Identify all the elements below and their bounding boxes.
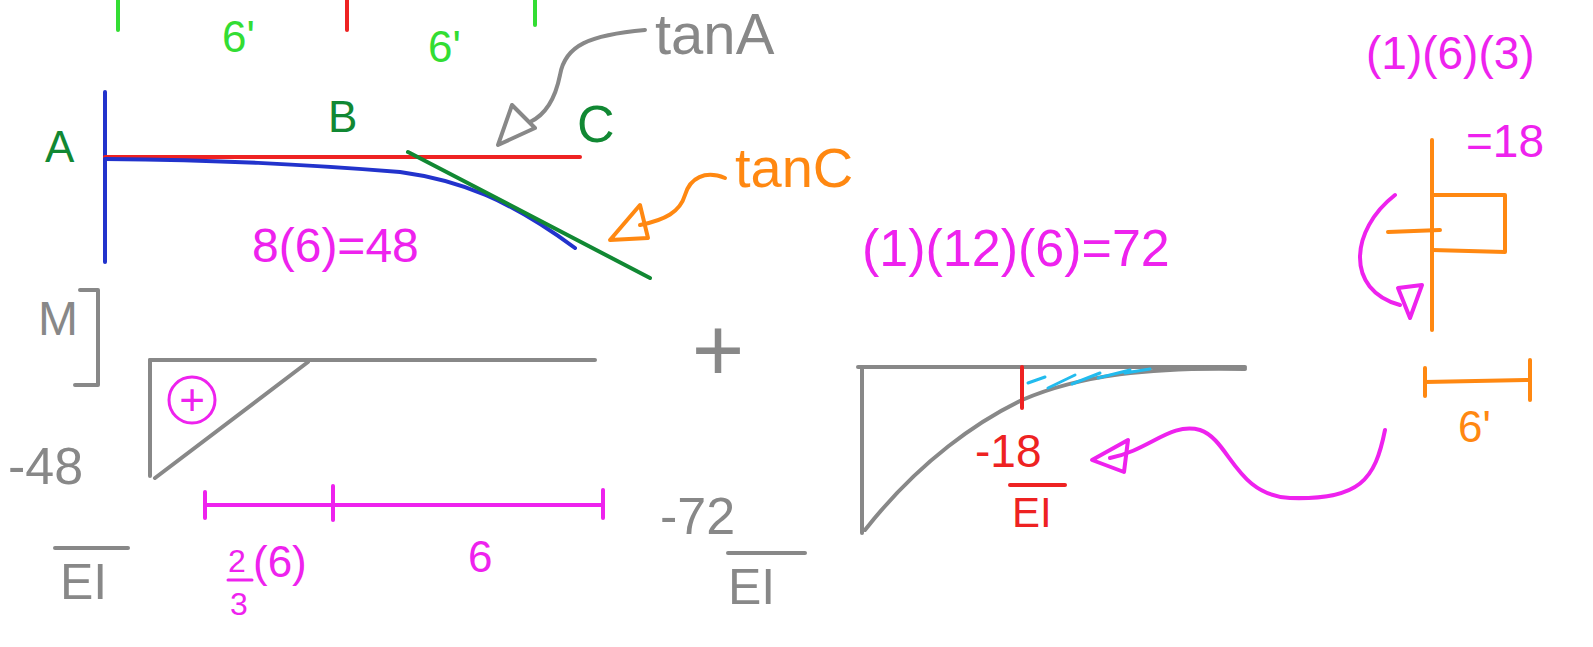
section-line: [1388, 230, 1440, 232]
point-name: A: [45, 125, 74, 169]
arrow-head: [498, 105, 535, 145]
point-name: B: [328, 95, 357, 139]
moment-curve: [865, 369, 1245, 530]
span-tick: [345, 0, 349, 30]
arrow-head: [1092, 440, 1128, 472]
calculation: 8(6)=48: [252, 222, 419, 270]
span-dimension: 6': [428, 25, 461, 69]
dimension-text: 3: [230, 588, 248, 620]
moment-slope: [155, 362, 308, 478]
dimension-tick: [601, 490, 605, 518]
arrow-head: [1398, 285, 1422, 318]
calculation: (1)(12)(6)=72: [862, 222, 1170, 274]
fraction-bar: [228, 579, 252, 582]
dimension-tick: [331, 486, 335, 520]
dimension-text: 6: [468, 535, 492, 579]
moment-value: -48: [8, 440, 83, 492]
dimension-tick: [1423, 368, 1427, 396]
dimension-text: 6': [1458, 405, 1491, 449]
moment-value: EI: [728, 562, 775, 612]
point-name: C: [577, 98, 615, 150]
section-line: [1430, 140, 1434, 330]
callout-text: tanA: [655, 5, 774, 63]
moment-value: -72: [660, 490, 735, 542]
leader-line: [1110, 429, 1385, 499]
centroid-symbol: +: [179, 378, 205, 422]
fraction-bar: [1010, 483, 1065, 487]
hatch-area: [1028, 369, 1150, 388]
dimension-tick: [203, 492, 207, 518]
fixed-support: [103, 92, 107, 262]
moment-value: EI: [60, 557, 107, 607]
span-tick: [533, 0, 537, 25]
dimension-line: [205, 503, 603, 507]
calculation: =18: [1466, 118, 1544, 164]
calculation: (1)(6)(3): [1366, 30, 1535, 76]
bracket: [75, 290, 98, 385]
fraction-bar: [728, 551, 805, 555]
moment-arrow: [1360, 195, 1400, 305]
moment-ordinate: [860, 367, 864, 533]
moment-value: -18: [975, 428, 1041, 474]
centroid-mark: [169, 377, 215, 423]
span-dimension: 6': [222, 15, 255, 59]
section-cut: [1020, 367, 1024, 408]
span-tick: [116, 0, 120, 30]
moment-value: EI: [1012, 492, 1052, 534]
leader-line: [640, 175, 725, 225]
moment-baseline: [150, 358, 595, 362]
fraction-bar: [55, 546, 128, 550]
arrow-head: [610, 205, 648, 240]
diagram-name: M: [38, 295, 78, 343]
plus-sign: +: [692, 305, 745, 395]
dimension-tick: [1528, 360, 1532, 400]
moment-ordinate: [148, 360, 152, 476]
tangent-line: [408, 152, 650, 278]
dimension-text: (6): [253, 540, 307, 584]
dimension-text: 2: [228, 545, 246, 577]
dimension-line: [1425, 380, 1530, 382]
callout-text: tanC: [735, 140, 853, 196]
load-block: [1432, 195, 1505, 252]
